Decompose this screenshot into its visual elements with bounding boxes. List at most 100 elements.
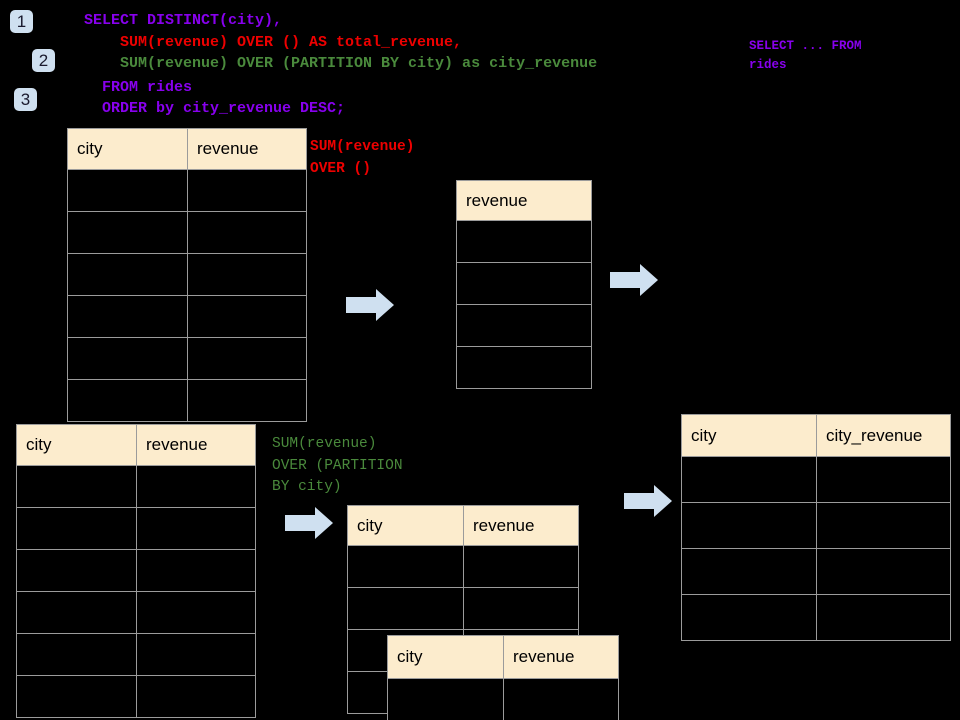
arrow-partition-to-result-icon <box>624 485 672 517</box>
cell-revenue <box>503 678 619 720</box>
cell-revenue <box>463 587 579 630</box>
result-table: city city_revenue <box>681 414 951 641</box>
table-row <box>67 169 307 212</box>
sql-line-city-revenue: SUM(revenue) OVER (PARTITION BY city) as… <box>84 55 598 72</box>
cell-city-revenue <box>816 548 951 595</box>
cell-revenue <box>136 465 256 508</box>
table-row <box>16 507 256 550</box>
cell-city <box>67 295 188 338</box>
table-row <box>456 262 592 305</box>
column-header-revenue: revenue <box>463 505 579 546</box>
cell-city <box>16 675 137 718</box>
sql-line-select: SELECT DISTINCT(city), <box>84 12 283 29</box>
cell-revenue <box>456 346 592 389</box>
table-row <box>347 545 579 588</box>
cell-revenue <box>187 253 307 296</box>
partition-table-b: city revenue <box>387 635 619 720</box>
column-header-revenue: revenue <box>456 180 592 221</box>
cell-revenue <box>187 211 307 254</box>
column-header-revenue: revenue <box>187 128 307 170</box>
cell-city <box>67 211 188 254</box>
step-badge-3[interactable]: 3 <box>14 88 37 111</box>
cell-city <box>681 456 817 503</box>
cell-city-revenue <box>816 502 951 549</box>
column-header-city: city <box>67 128 188 170</box>
cell-city <box>347 587 464 630</box>
cell-revenue <box>456 262 592 305</box>
cell-city-revenue <box>816 456 951 503</box>
sql-line-order-by: ORDER by city_revenue DESC; <box>84 100 346 117</box>
table-header-row: city revenue <box>347 505 579 546</box>
table-row <box>16 675 256 718</box>
cell-city <box>387 678 504 720</box>
sql-line-from: FROM rides <box>84 78 193 96</box>
table-row <box>16 465 256 508</box>
column-header-city: city <box>347 505 464 546</box>
table-header-row: city revenue <box>387 635 619 679</box>
cell-revenue <box>187 169 307 212</box>
arrow-source-to-total-icon <box>346 289 394 321</box>
arrow-total-to-result-icon <box>610 264 658 296</box>
table-row <box>681 502 951 549</box>
cell-city <box>681 548 817 595</box>
cell-city <box>16 549 137 592</box>
cell-city <box>16 591 137 634</box>
cell-city <box>681 594 817 641</box>
table-row <box>347 587 579 630</box>
cell-city-revenue <box>816 594 951 641</box>
cell-revenue <box>136 675 256 718</box>
cell-revenue <box>136 507 256 550</box>
cell-revenue <box>456 220 592 263</box>
table-row <box>16 633 256 676</box>
table-row <box>67 337 307 380</box>
table-row <box>456 304 592 347</box>
column-header-city: city <box>387 635 504 679</box>
annotation-sum-over-partition: SUM(revenue) OVER (PARTITION BY city) <box>272 436 403 495</box>
table-row <box>67 253 307 296</box>
cell-city <box>67 253 188 296</box>
cell-revenue <box>136 549 256 592</box>
table-header-row: city revenue <box>16 424 256 466</box>
cell-revenue <box>187 337 307 380</box>
column-header-city: city <box>681 414 817 457</box>
cell-city <box>16 465 137 508</box>
cell-city <box>681 502 817 549</box>
side-note-select-from-rides: SELECT ... FROM rides <box>749 39 862 72</box>
table-header-row: city revenue <box>67 128 307 170</box>
sql-line-total-revenue: SUM(revenue) OVER () AS total_revenue, <box>84 33 463 51</box>
cell-city <box>67 337 188 380</box>
table-row <box>456 220 592 263</box>
table-header-row: revenue <box>456 180 592 221</box>
column-header-revenue: revenue <box>503 635 619 679</box>
cell-city <box>16 507 137 550</box>
annotation-sum-over-empty: SUM(revenue) OVER () <box>310 139 415 177</box>
cell-revenue <box>463 545 579 588</box>
table-row <box>681 548 951 595</box>
source-table-bottom: city revenue <box>16 424 256 718</box>
cell-city <box>67 379 188 422</box>
table-row <box>67 295 307 338</box>
total-revenue-table: revenue <box>456 180 592 389</box>
cell-revenue <box>187 379 307 422</box>
table-row <box>67 211 307 254</box>
cell-revenue <box>187 295 307 338</box>
cell-revenue <box>136 633 256 676</box>
cell-city <box>347 545 464 588</box>
table-row <box>456 346 592 389</box>
column-header-revenue: revenue <box>136 424 256 466</box>
table-row <box>387 678 619 720</box>
table-row <box>67 379 307 422</box>
table-row <box>681 456 951 503</box>
arrow-source-to-partition-icon <box>285 507 333 539</box>
cell-city <box>16 633 137 676</box>
step-badge-2[interactable]: 2 <box>32 49 55 72</box>
table-header-row: city city_revenue <box>681 414 951 457</box>
step-badge-1[interactable]: 1 <box>10 10 33 33</box>
table-row <box>16 549 256 592</box>
cell-revenue <box>456 304 592 347</box>
cell-city <box>67 169 188 212</box>
table-row <box>16 591 256 634</box>
column-header-city-revenue: city_revenue <box>816 414 951 457</box>
source-table-top: city revenue <box>67 128 307 422</box>
